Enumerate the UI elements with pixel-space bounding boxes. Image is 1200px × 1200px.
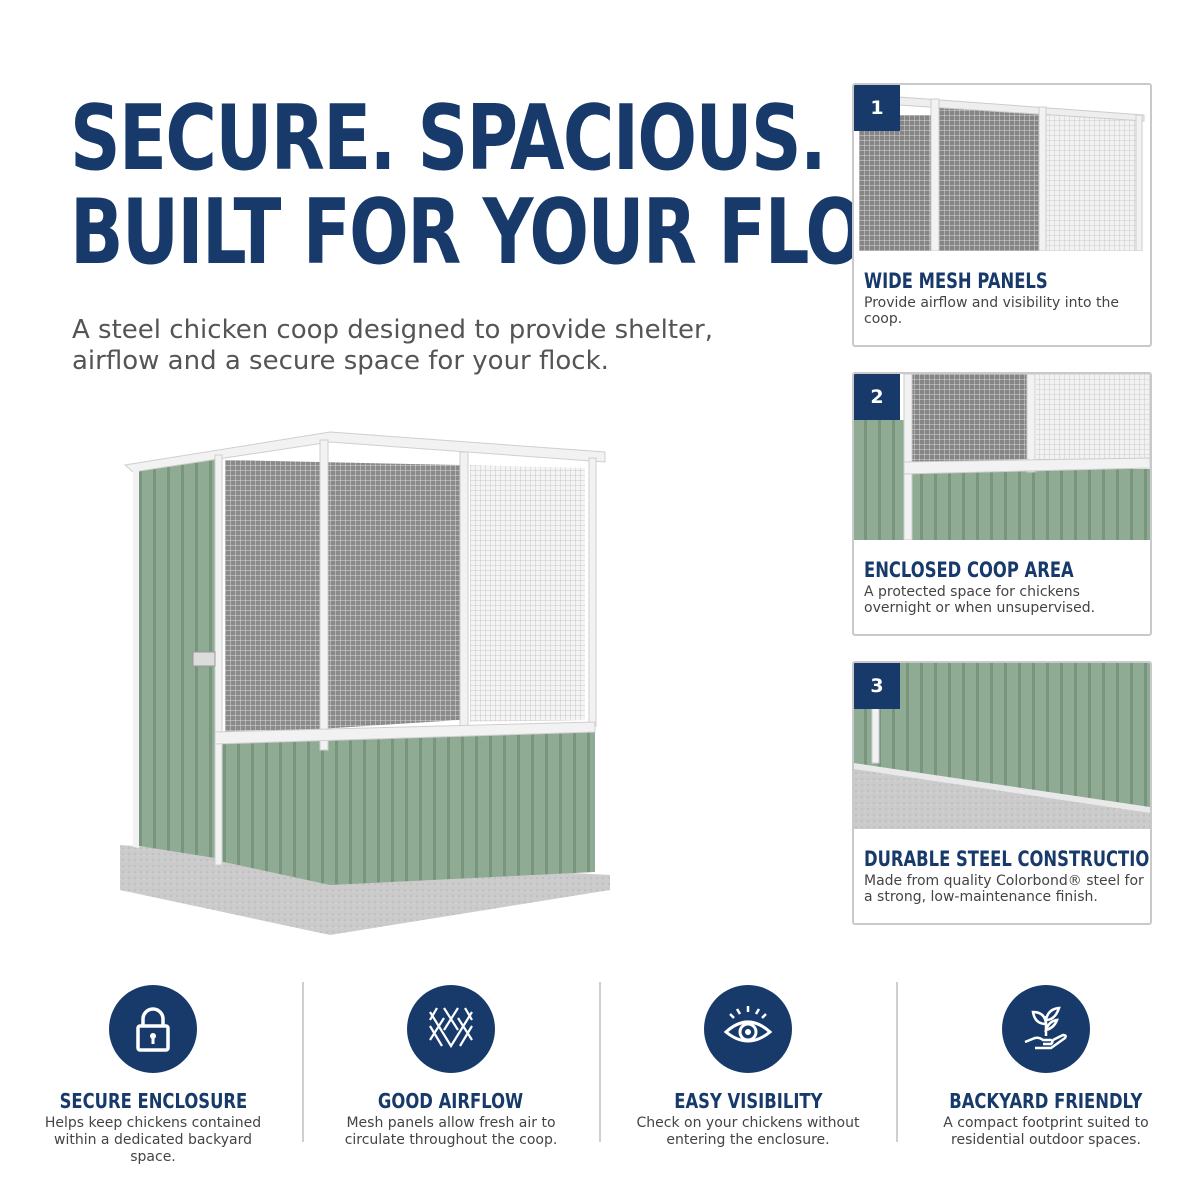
divider [302, 982, 304, 1142]
subheading: A steel chicken coop designed to provide… [72, 315, 713, 376]
feature-description: A compact footprint suited to residentia… [943, 1115, 1149, 1148]
card-description: Made from quality Colorbond® steel for a… [864, 873, 1144, 905]
feature-description: Check on your chickens without entering … [636, 1115, 860, 1148]
feature-description: Mesh panels allow fresh air to circulate… [344, 1115, 558, 1148]
headline-line-1: SECURE. SPACIOUS. [70, 86, 827, 191]
feature-title: SECURE ENCLOSURE [59, 1089, 247, 1113]
card-description: Provide airflow and visibility into the … [864, 295, 1120, 327]
mesh-panels-image [854, 85, 1150, 251]
feature-title: BACKYARD FRIENDLY [949, 1089, 1143, 1113]
headline-line-2: BUILT FOR YOUR FLOCK. [70, 180, 993, 285]
card-number: 3 [854, 663, 900, 709]
eye-icon [704, 985, 792, 1073]
mesh-icon [407, 985, 495, 1073]
feature-secure-enclosure: SECURE ENCLOSURE Helps keep chickens con… [18, 985, 288, 1166]
feature-title: EASY VISIBILITY [673, 1089, 823, 1113]
headline: SECURE. SPACIOUS. BUILT FOR YOUR FLOCK. [70, 86, 993, 285]
feature-card-steel-construction: 3 DURABLE STEEL CONSTRUCTION Made from q… [852, 661, 1152, 925]
divider [896, 982, 898, 1142]
card-title: WIDE MESH PANELS [864, 269, 1048, 293]
lock-icon [109, 985, 197, 1073]
card-title: ENCLOSED COOP AREA [864, 558, 1074, 582]
feature-description: Helps keep chickens contained within a d… [44, 1115, 262, 1165]
plant-in-hand-icon [1002, 985, 1090, 1073]
feature-backyard-friendly: BACKYARD FRIENDLY A compact footprint su… [911, 985, 1181, 1149]
card-title: DURABLE STEEL CONSTRUCTION [864, 847, 1152, 871]
feature-easy-visibility: EASY VISIBILITY Check on your chickens w… [613, 985, 883, 1149]
feature-title: GOOD AIRFLOW [378, 1089, 524, 1113]
card-number: 2 [854, 374, 900, 420]
steel-construction-image [854, 663, 1150, 829]
feature-good-airflow: GOOD AIRFLOW Mesh panels allow fresh air… [316, 985, 586, 1149]
feature-card-enclosed-coop: 2 ENCLOSED COOP AREA A protected space f… [852, 372, 1152, 636]
divider [599, 982, 601, 1142]
card-number: 1 [854, 85, 900, 131]
card-description: A protected space for chickens overnight… [864, 584, 1096, 616]
feature-card-mesh-panels: 1 WIDE MESH PANELS Provide airflow and v… [852, 83, 1152, 347]
enclosed-coop-image [854, 374, 1150, 540]
coop-product-image [115, 420, 615, 935]
